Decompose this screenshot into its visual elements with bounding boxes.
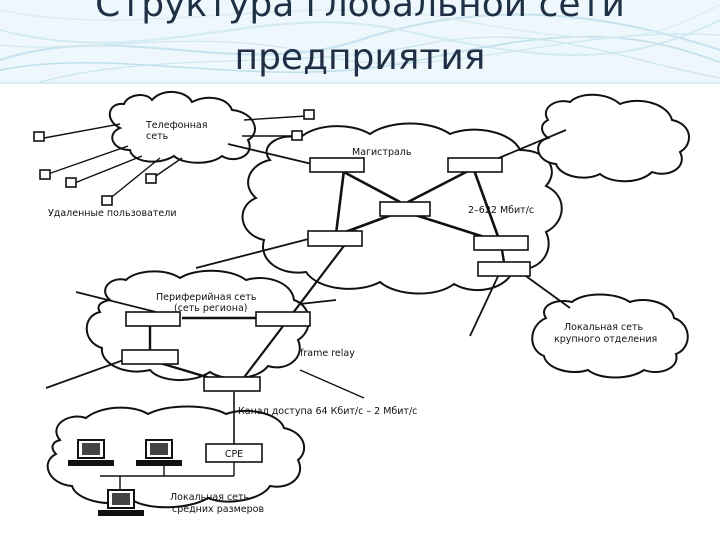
network-diagram: CPE Телефонная сеть Удаленные пользовате… xyxy=(33,91,690,516)
slide-title-line-2: предприятия xyxy=(234,37,486,78)
cpe-label: CPE xyxy=(225,449,243,460)
remote-user-terminal xyxy=(291,130,303,141)
peripheral-router xyxy=(121,349,179,365)
backbone-speed-label: 2–622 Мбит/с xyxy=(468,205,534,216)
branch-lan-label: Локальная сеть xyxy=(564,322,644,333)
computer-icon xyxy=(136,439,182,466)
peripheral-network-label: Периферийная сеть xyxy=(156,292,257,303)
backbone-router xyxy=(473,235,529,251)
computer-icon xyxy=(98,489,144,516)
remote-user-terminal xyxy=(101,195,113,206)
remote-user-terminal xyxy=(145,173,157,184)
backbone-router xyxy=(309,157,365,173)
branch-lan-label-2: крупного отделения xyxy=(554,334,657,345)
local-lan-label: Локальная сеть xyxy=(170,492,250,503)
slide-title-line-1: Структура глобальной сети xyxy=(95,0,625,25)
peripheral-router xyxy=(255,311,311,327)
decorative-swirl-background xyxy=(0,4,720,82)
remote-user-terminal xyxy=(33,131,45,142)
telephone-network-cloud xyxy=(109,91,256,164)
backbone-router xyxy=(379,201,431,217)
frame-relay-label: frame relay xyxy=(300,348,355,359)
backbone-label: Магистраль xyxy=(352,147,412,158)
local-lan-cloud xyxy=(46,405,306,509)
remote-users-label: Удаленные пользователи xyxy=(48,208,177,219)
branch-lan-cloud xyxy=(531,293,689,379)
remote-user-terminal xyxy=(39,169,51,180)
backbone-router xyxy=(447,157,503,173)
backbone-router xyxy=(477,261,531,277)
remote-user-terminal xyxy=(65,177,77,188)
remote-user-terminal xyxy=(303,109,315,120)
telephone-network-label: Телефонная xyxy=(145,120,207,131)
header-divider xyxy=(0,82,720,84)
peripheral-router xyxy=(125,311,181,327)
telephone-network-label-2: сеть xyxy=(146,131,169,142)
backbone-router xyxy=(307,230,363,247)
peripheral-router xyxy=(203,376,261,392)
peripheral-network-label-2: (сеть региона) xyxy=(174,303,248,314)
computer-icon xyxy=(68,439,114,466)
local-lan-label-2: средних размеров xyxy=(172,504,264,515)
top-right-network-cloud xyxy=(537,93,690,183)
access-channel-label: Канал доступа 64 Кбит/с – 2 Мбит/с xyxy=(238,406,417,417)
slide-header: Структура глобальной сети предприятия xyxy=(0,0,720,82)
cpe-box xyxy=(205,443,263,463)
